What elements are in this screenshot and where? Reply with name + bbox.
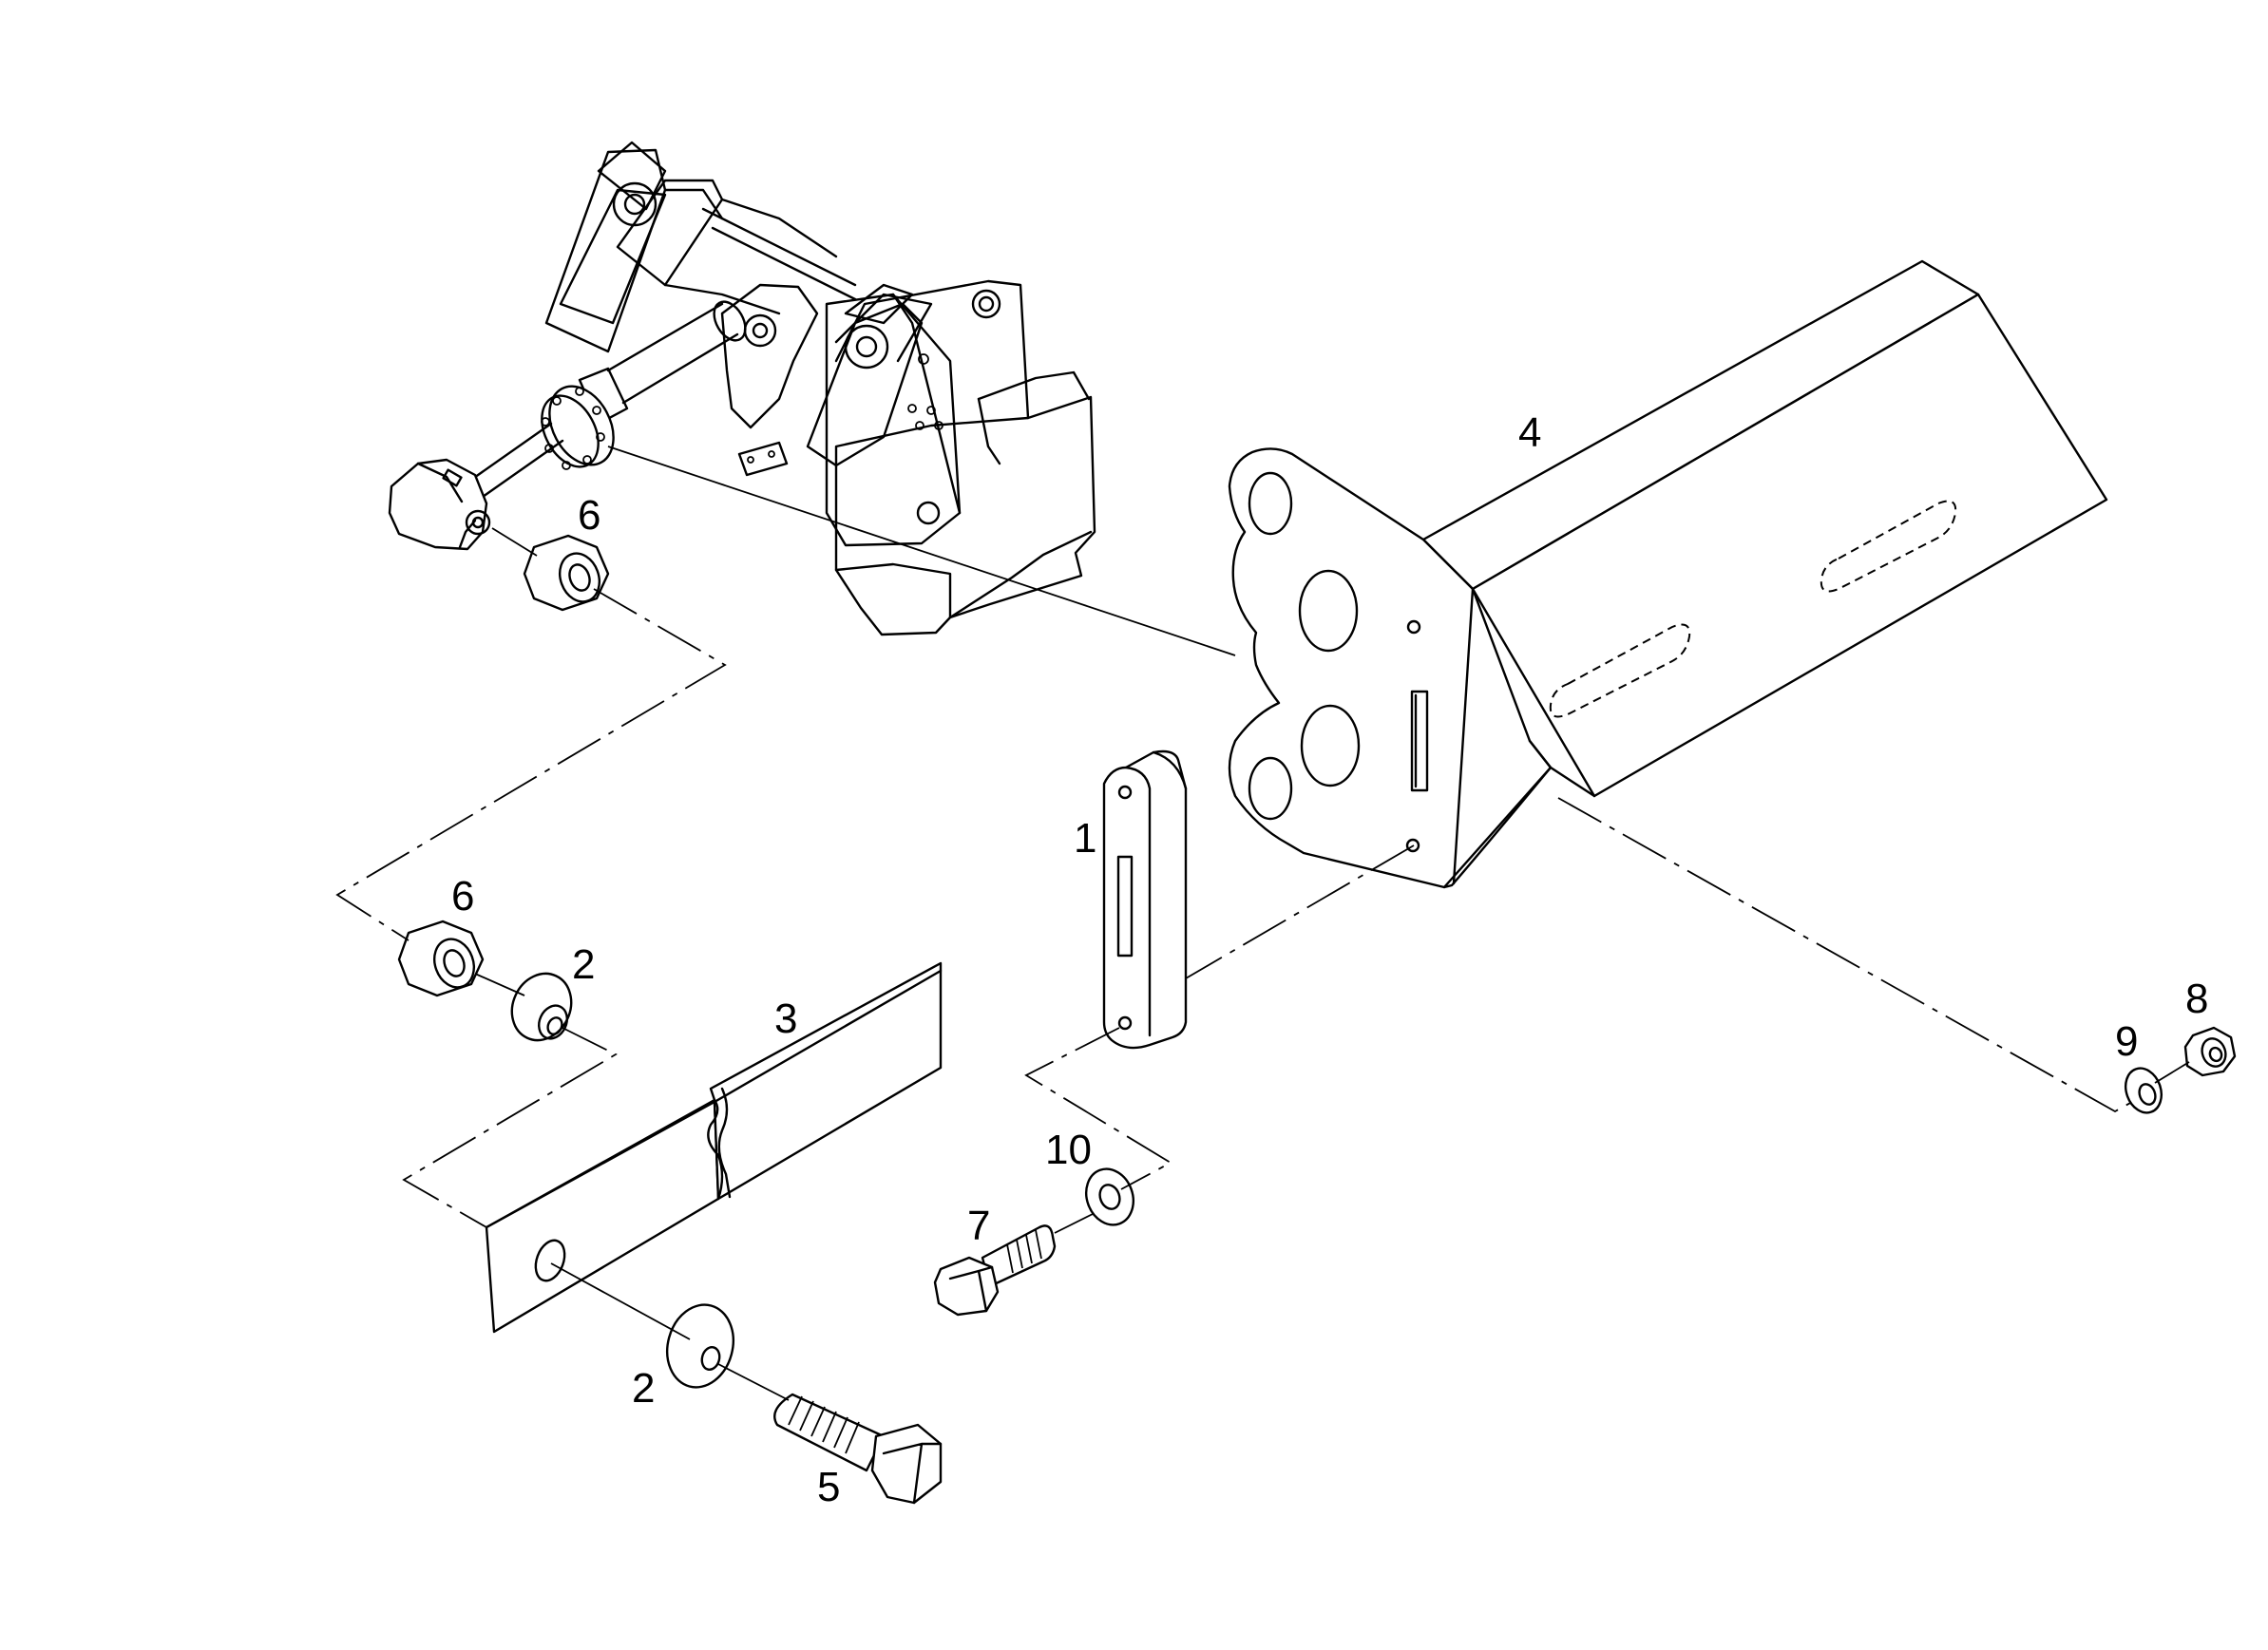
callout-part-7: 7 [967, 1203, 990, 1249]
part-5-bolt [773, 1393, 943, 1505]
part-6-nut-lower [397, 920, 485, 997]
callout-part-2-lower: 2 [632, 1365, 655, 1412]
callout-part-9: 9 [2115, 1018, 2138, 1065]
part-8-nut [2183, 1026, 2237, 1077]
part-6-nut-upper [523, 534, 610, 612]
callout-part-3: 3 [774, 996, 797, 1042]
callout-part-1: 1 [1074, 815, 1096, 862]
callout-part-5: 5 [817, 1464, 840, 1510]
crane-head-assembly [388, 141, 1096, 636]
callout-labels: 1 2 2 3 4 5 6 6 7 8 9 10 [451, 409, 2208, 1510]
part-7-bolt [933, 1224, 1057, 1317]
part-3-wear-strip [485, 961, 943, 1334]
assembly-lines [335, 446, 2190, 1401]
callout-part-6-lower: 6 [451, 873, 474, 920]
part-2-washer-upper [510, 972, 573, 1042]
callout-part-6-upper: 6 [578, 492, 600, 539]
part-1-slide-pad [1102, 749, 1188, 1050]
part-9-washer [2124, 1067, 2163, 1114]
part-4-boom-arm [1228, 259, 2108, 889]
callout-part-8: 8 [2185, 976, 2208, 1022]
part-10-washer [1085, 1167, 1134, 1226]
callout-part-2-upper: 2 [572, 941, 595, 988]
callout-part-10: 10 [1045, 1127, 1092, 1173]
callout-part-4: 4 [1518, 409, 1541, 456]
part-2-washer-lower [666, 1303, 734, 1389]
